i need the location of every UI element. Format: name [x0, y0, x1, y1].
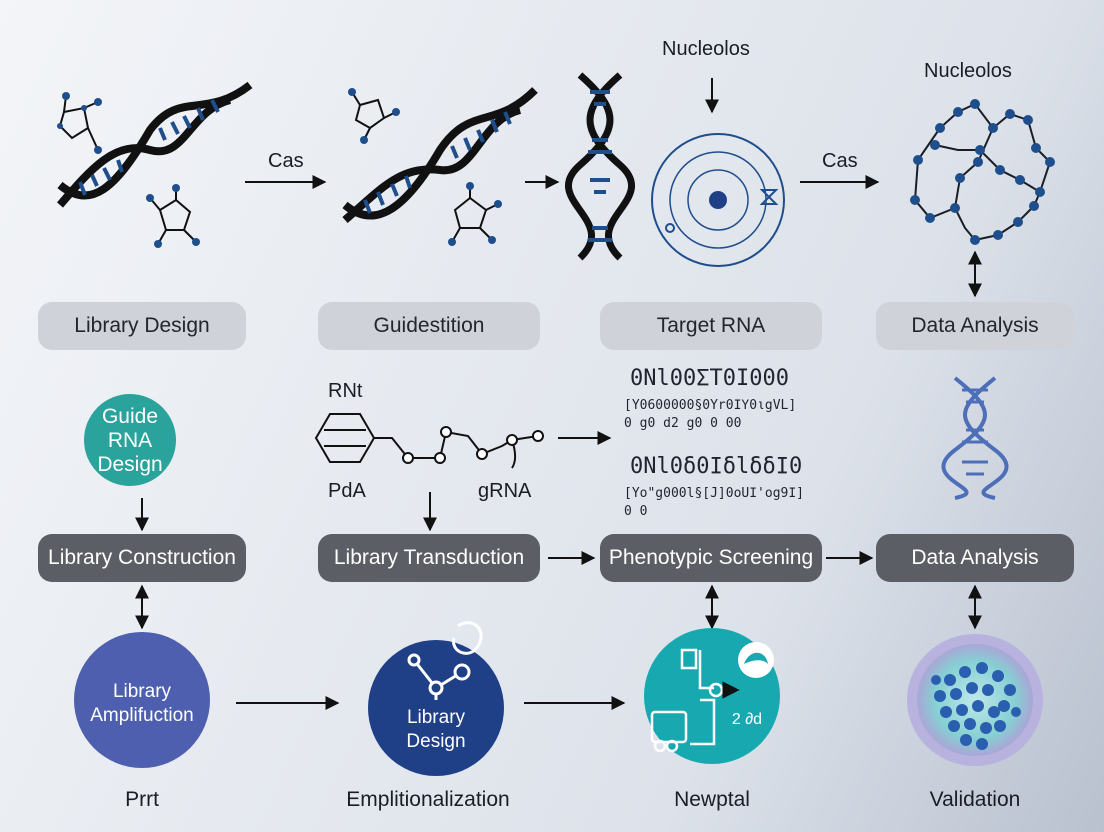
sequence-1-line-2: [Y0600000§0Yr0ΙΥ0ιgVL] [624, 398, 797, 413]
dna-helix-1-icon [56, 81, 253, 208]
sequence-2-line-2: [Yo"g000l§[J]0oUΙ'og9Ι] [624, 486, 805, 501]
guide-rna-design-text: Guide RNA Design [97, 405, 163, 476]
sequence-1-line-3: 0 g0 d2 g0 0 00 [624, 416, 742, 431]
guide-rna-design-circle [84, 394, 176, 486]
sequence-2-line-3: 0 0 [624, 504, 648, 519]
cas-label-2: Cas [822, 150, 858, 172]
process-library-construction: Library Construction [38, 534, 246, 582]
stage-library-design: Library Design [38, 302, 246, 350]
network-nodes [910, 99, 1055, 245]
molecule-icon [57, 92, 102, 154]
molecule-icon [146, 184, 200, 248]
lab-device-icon [650, 642, 774, 753]
sequence-1-line-1: 0Nl00ΣT0I000 [630, 366, 789, 391]
screening-circle-text: 2 ∂d [731, 711, 763, 728]
rna-chain-nodes [402, 426, 544, 464]
library-design-text: Library Design [406, 707, 466, 752]
stage-data-analysis: Data Analysis [876, 302, 1074, 350]
sequence-2-line-1: 0Nl0δ0ΙδlδδΙ0 [630, 454, 803, 479]
process-data-analysis: Data Analysis [876, 534, 1074, 582]
molecule-label-rnt: RNt [328, 380, 363, 402]
rna-molecule-icon [314, 413, 539, 469]
caption-4: Validation [929, 788, 1021, 811]
caption-1: Prrt [125, 788, 159, 811]
library-amplification-circle [74, 632, 210, 768]
cell-icon [907, 634, 1043, 766]
molecule-icon [348, 88, 400, 144]
dna-helix-small-icon [941, 376, 1009, 500]
molecule-label-grna: gRNA [478, 480, 532, 502]
dna-helix-vertical-icon [564, 72, 636, 261]
stage-target-rna: Target RNA [600, 302, 822, 350]
network-node-icon [407, 621, 483, 700]
process-phenotypic-screening: Phenotypic Screening [600, 534, 822, 582]
nucleolus-label-1: Nucleolos [662, 38, 750, 60]
dna-helix-2-icon [342, 87, 538, 224]
caption-3: Newptal [674, 788, 750, 811]
stage-guidestition: Guidestition [318, 302, 540, 350]
library-amplification-text: Library Amplifuction [90, 681, 194, 726]
nucleolus-icon [651, 133, 785, 267]
molecule-label-pda: PdA [328, 480, 366, 502]
caption-2: Emplitionalization [346, 788, 510, 811]
cas-label-1: Cas [268, 150, 304, 172]
nucleolus-label-2: Nucleolos [924, 60, 1012, 82]
molecule-icon [448, 182, 502, 246]
process-library-transduction: Library Transduction [318, 534, 540, 582]
